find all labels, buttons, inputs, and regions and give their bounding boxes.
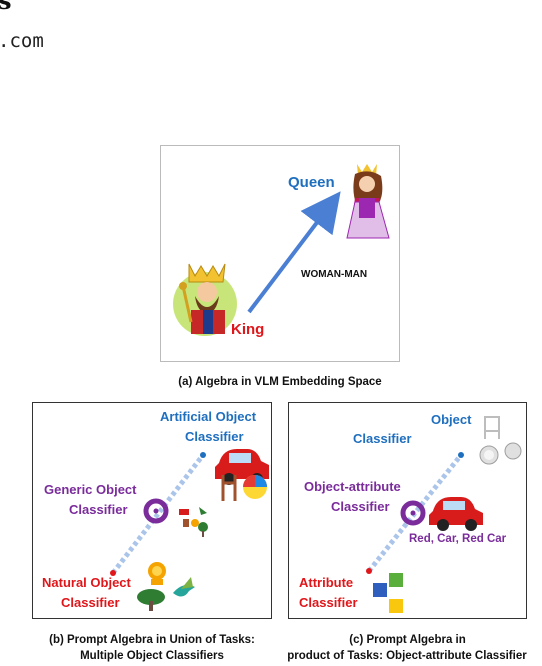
target-icon bbox=[143, 498, 169, 524]
grey-ball-icon bbox=[504, 442, 522, 460]
target-icon bbox=[400, 500, 426, 526]
generic-object-label: Generic Object bbox=[44, 482, 137, 497]
panel-b-union-of-tasks: Artificial Object Classifier Generic Obj… bbox=[32, 402, 272, 619]
panel-c-caption-line2: product of Tasks: Object-attribute Class… bbox=[287, 650, 527, 662]
ball-icon bbox=[243, 475, 267, 499]
natural-classifier-label: Classifier bbox=[61, 595, 120, 610]
queen-icon bbox=[346, 164, 390, 239]
king-label: King bbox=[231, 321, 265, 338]
attribute-label: Attribute bbox=[299, 575, 354, 590]
grey-lion-icon bbox=[479, 445, 499, 465]
color-squares-icon bbox=[373, 573, 403, 613]
panel-b-figure bbox=[110, 449, 269, 611]
panel-c-figure bbox=[366, 416, 522, 613]
object-label: Object bbox=[431, 412, 472, 427]
object-point bbox=[458, 452, 464, 458]
panel-b-caption-line1: (b) Prompt Algebra in Union of Tasks: bbox=[49, 634, 255, 646]
artificial-object-label: Artificial Object bbox=[160, 409, 257, 424]
artificial-classifier-label: Classifier bbox=[185, 429, 244, 444]
header-fragment-domain: .com bbox=[0, 30, 44, 52]
panel-a-figure bbox=[173, 164, 390, 336]
grey-chair-icon bbox=[484, 416, 500, 439]
artificial-point bbox=[200, 452, 206, 458]
dotted-task-line bbox=[111, 453, 205, 575]
object-attribute-label: Object-attribute bbox=[304, 479, 401, 494]
panel-a-caption: (a) Algebra in VLM Embedding Space bbox=[178, 376, 382, 388]
attribute-classifier-label: Classifier bbox=[299, 595, 358, 610]
natural-object-label: Natural Object bbox=[42, 575, 131, 590]
panel-b-caption-line2: Multiple Object Classifiers bbox=[80, 650, 224, 662]
red-car-icon bbox=[429, 497, 483, 531]
header-fragment-letter: s bbox=[0, 0, 12, 15]
mixed-objects-icon bbox=[179, 507, 208, 537]
generic-classifier-label: Classifier bbox=[69, 502, 128, 517]
panel-c-caption-line1: (c) Prompt Algebra in bbox=[349, 634, 466, 646]
lion-icon bbox=[148, 562, 166, 585]
panel-a-embedding-space: Queen King WOMAN-MAN bbox=[160, 145, 400, 362]
panel-c-product-of-tasks: Object Classifier Object-attribute Class… bbox=[288, 402, 527, 619]
vector-label: WOMAN-MAN bbox=[301, 269, 368, 280]
dotted-task-line bbox=[367, 453, 463, 573]
tree-icon bbox=[137, 589, 165, 611]
object-classifier-label: Classifier bbox=[353, 431, 412, 446]
attribute-point bbox=[366, 568, 372, 574]
bird-icon bbox=[173, 577, 195, 597]
object-attribute-classifier-label: Classifier bbox=[331, 499, 390, 514]
woman-man-arrow bbox=[247, 191, 341, 314]
chair-icon bbox=[221, 475, 237, 501]
king-icon bbox=[173, 263, 237, 336]
object-attribute-examples: Red, Car, Red Car bbox=[409, 533, 507, 545]
queen-label: Queen bbox=[288, 174, 335, 191]
natural-point bbox=[110, 570, 116, 576]
